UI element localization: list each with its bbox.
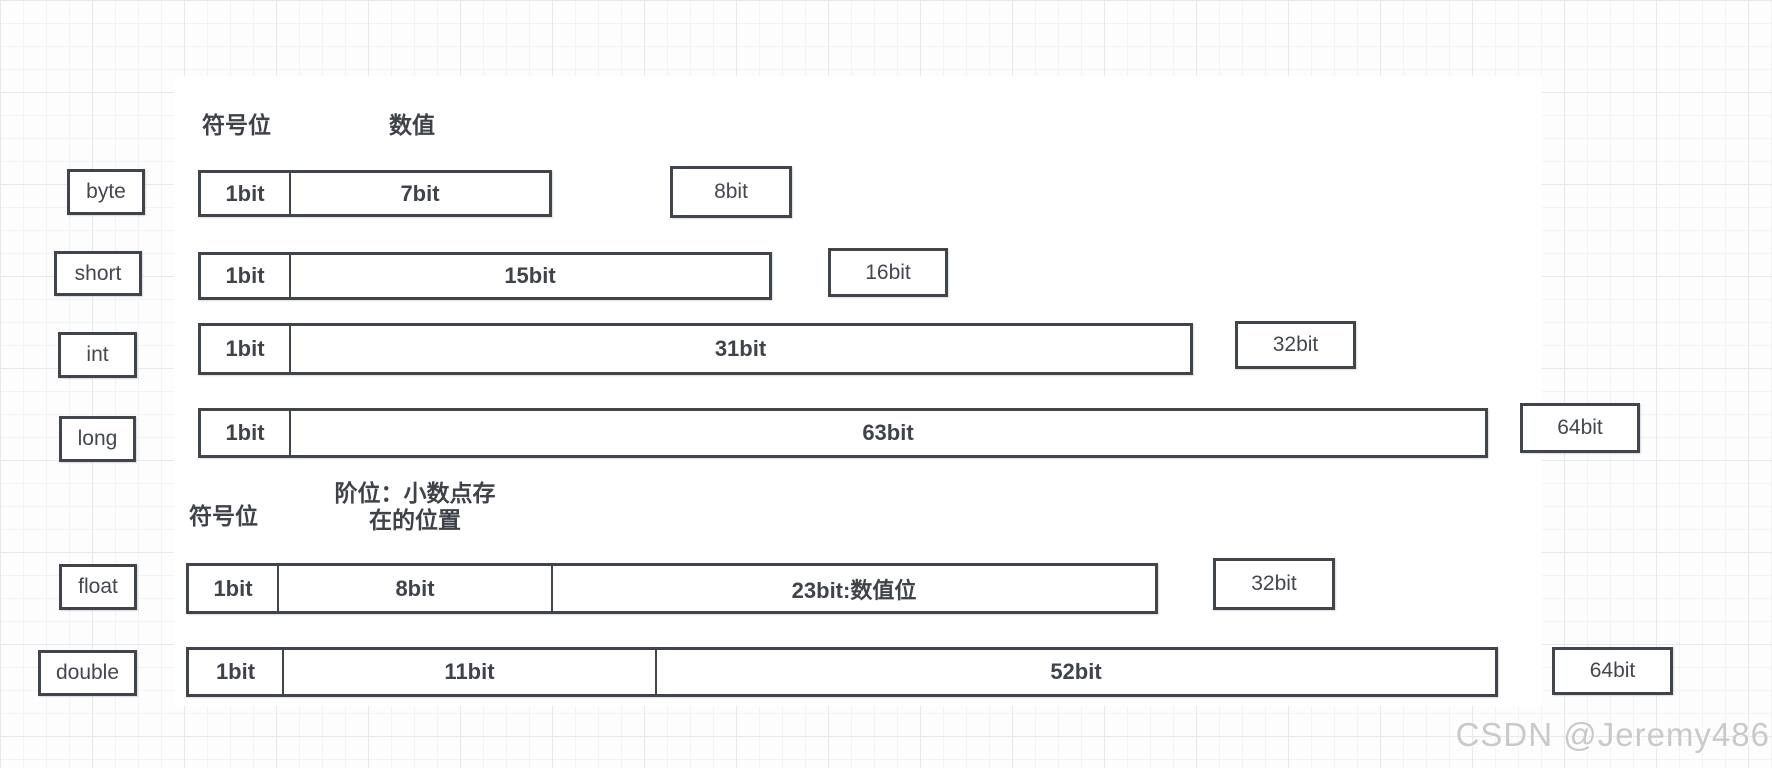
segment-long-sign: 1bit — [225, 420, 265, 445]
total-box-float: 32bit — [1213, 558, 1335, 610]
segment-int-sign: 1bit — [225, 336, 265, 361]
total-box-short: 16bit — [828, 248, 948, 297]
exponent-label-line1: 阶位：小数点存 — [334, 480, 496, 506]
segment-byte-sign: 1bit — [225, 180, 265, 206]
bit-bar-byte: 1bit 7bit — [198, 170, 552, 217]
segment-short-sign: 1bit — [225, 263, 265, 288]
sign-bit-label-bottom: 符号位 — [189, 503, 258, 529]
type-label-short: short — [54, 251, 142, 296]
total-box-double: 64bit — [1552, 647, 1673, 695]
value-label-top: 数值 — [389, 112, 435, 138]
exponent-label-line2: 在的位置 — [369, 507, 461, 533]
segment-short-value: 15bit — [289, 255, 769, 297]
total-box-byte: 8bit — [670, 166, 792, 218]
segment-float-exponent: 8bit — [277, 566, 551, 611]
segment-double-exponent: 11bit — [282, 650, 655, 694]
segment-float-mantissa: 23bit:数值位 — [551, 566, 1155, 611]
sign-bit-label-top: 符号位 — [202, 112, 271, 138]
segment-float-sign: 1bit — [213, 575, 253, 601]
bit-bar-float: 1bit 8bit 23bit:数值位 — [186, 563, 1158, 614]
type-label-double: double — [38, 650, 137, 696]
bit-bar-short: 1bit 15bit — [198, 252, 772, 300]
segment-double-mantissa: 52bit — [655, 650, 1495, 694]
total-box-long: 64bit — [1520, 403, 1640, 453]
segment-double-sign: 1bit — [215, 659, 256, 684]
exponent-label: 阶位：小数点存 在的位置 — [315, 480, 515, 534]
segment-int-value: 31bit — [289, 326, 1190, 372]
type-label-float: float — [59, 564, 137, 610]
segment-byte-value: 7bit — [289, 173, 549, 214]
bit-bar-int: 1bit 31bit — [198, 323, 1193, 375]
csdn-watermark: CSDN @Jeremy486 — [1455, 716, 1770, 753]
type-label-byte: byte — [67, 169, 145, 215]
segment-long-value: 63bit — [289, 411, 1485, 455]
type-label-int: int — [58, 332, 137, 378]
total-box-int: 32bit — [1235, 321, 1356, 369]
type-label-long: long — [59, 416, 136, 462]
bit-bar-double: 1bit 11bit 52bit — [186, 647, 1498, 697]
bit-bar-long: 1bit 63bit — [198, 408, 1488, 458]
